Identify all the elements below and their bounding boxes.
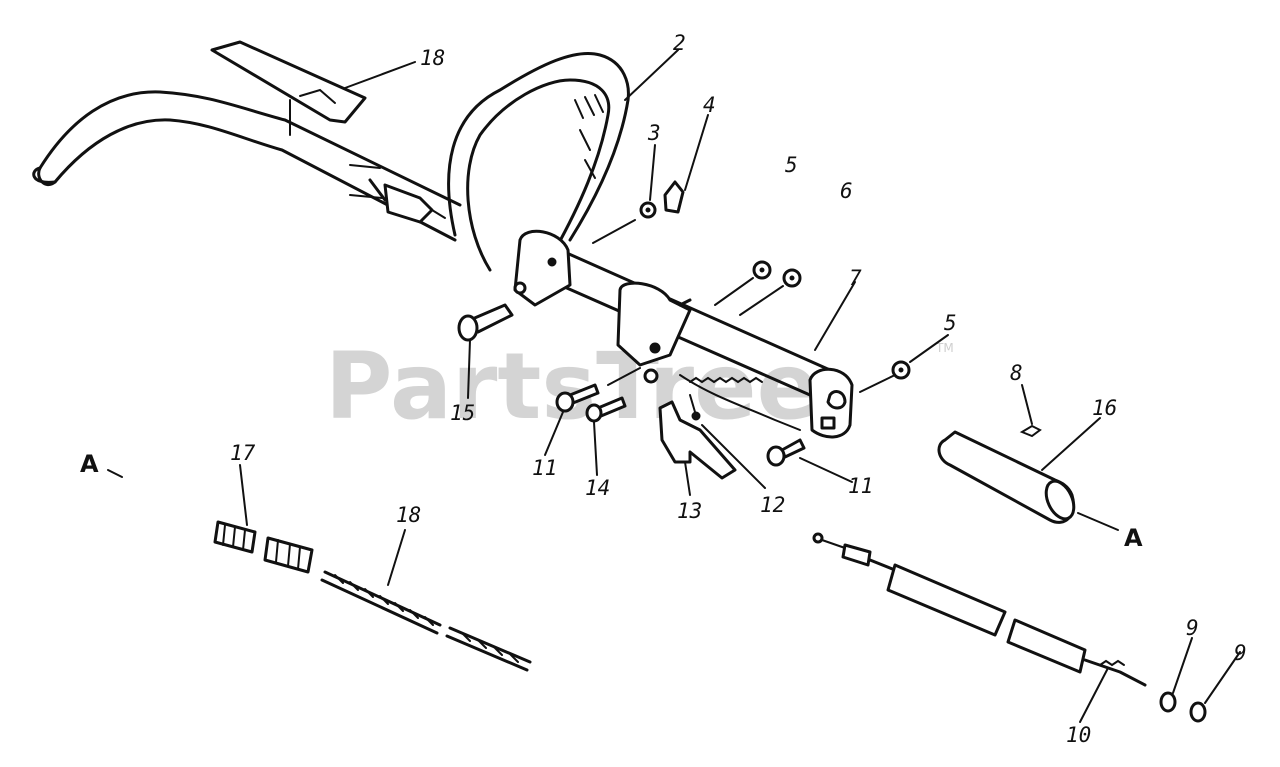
- callout-9-right: 9: [1234, 641, 1247, 665]
- section-marker-right: A: [1124, 524, 1143, 552]
- callout-18-bottom: 18: [396, 503, 421, 527]
- callout-11-left: 11: [532, 456, 557, 480]
- callout-2: 2: [673, 31, 686, 55]
- nut-3: [639, 201, 657, 219]
- callout-7: 7: [849, 266, 862, 290]
- main-shaft-tube: [32, 90, 832, 397]
- callout-9-left: 9: [1186, 616, 1199, 640]
- screw-11-right: [766, 438, 806, 467]
- screw-11-left: [555, 383, 600, 413]
- watermark-trademark: TM: [935, 341, 954, 355]
- warning-label-plate: [210, 40, 367, 136]
- screw-14: [585, 396, 627, 423]
- callout-4: 4: [703, 93, 716, 117]
- callout-13: 13: [677, 499, 702, 523]
- section-marker-left: A: [80, 450, 99, 478]
- nut-5-lower: [891, 360, 911, 380]
- callout-11-right: 11: [848, 474, 873, 498]
- callout-5-upper: 5: [785, 153, 798, 177]
- flex-drive-shaft-18: [320, 570, 532, 672]
- callout-6: 6: [840, 179, 853, 203]
- loop-handle: [447, 51, 630, 272]
- callout-12: 12: [760, 493, 785, 517]
- watermark-brand: PartsTree: [325, 333, 819, 440]
- wing-clip-4: [663, 180, 685, 214]
- throttle-trigger: [658, 394, 737, 480]
- callout-8: 8: [1010, 361, 1023, 385]
- callout-18-top: 18: [420, 46, 445, 70]
- drive-shaft-coupler-17: [213, 520, 314, 574]
- throttle-cable-10: [812, 532, 1147, 687]
- callout-17: 17: [230, 441, 256, 465]
- nut-inner: [643, 368, 659, 384]
- callout-15: 15: [450, 401, 475, 425]
- callout-10: 10: [1066, 723, 1091, 747]
- callout-14: 14: [585, 476, 610, 500]
- throttle-housing: [616, 281, 801, 431]
- nut-5-upper: [752, 260, 772, 280]
- callout-labels: 18 2 3 4 5 6 7 5 15 11 14 13 12 11 8 16 …: [80, 31, 1247, 747]
- drive-tube-16: [937, 424, 1076, 524]
- callout-3: 3: [647, 121, 661, 145]
- washer-6: [782, 268, 802, 288]
- callout-5-lower: 5: [944, 311, 957, 335]
- throttle-cable-fitting: [368, 178, 446, 224]
- callout-16: 16: [1092, 396, 1117, 420]
- leader-lines: [107, 49, 1241, 723]
- cable-nut-9-left: [1159, 691, 1177, 713]
- cable-nut-9-right: [1189, 701, 1207, 723]
- tube-end-cap: [808, 367, 854, 439]
- screw-15: [457, 303, 514, 342]
- handle-clamp: [513, 229, 572, 307]
